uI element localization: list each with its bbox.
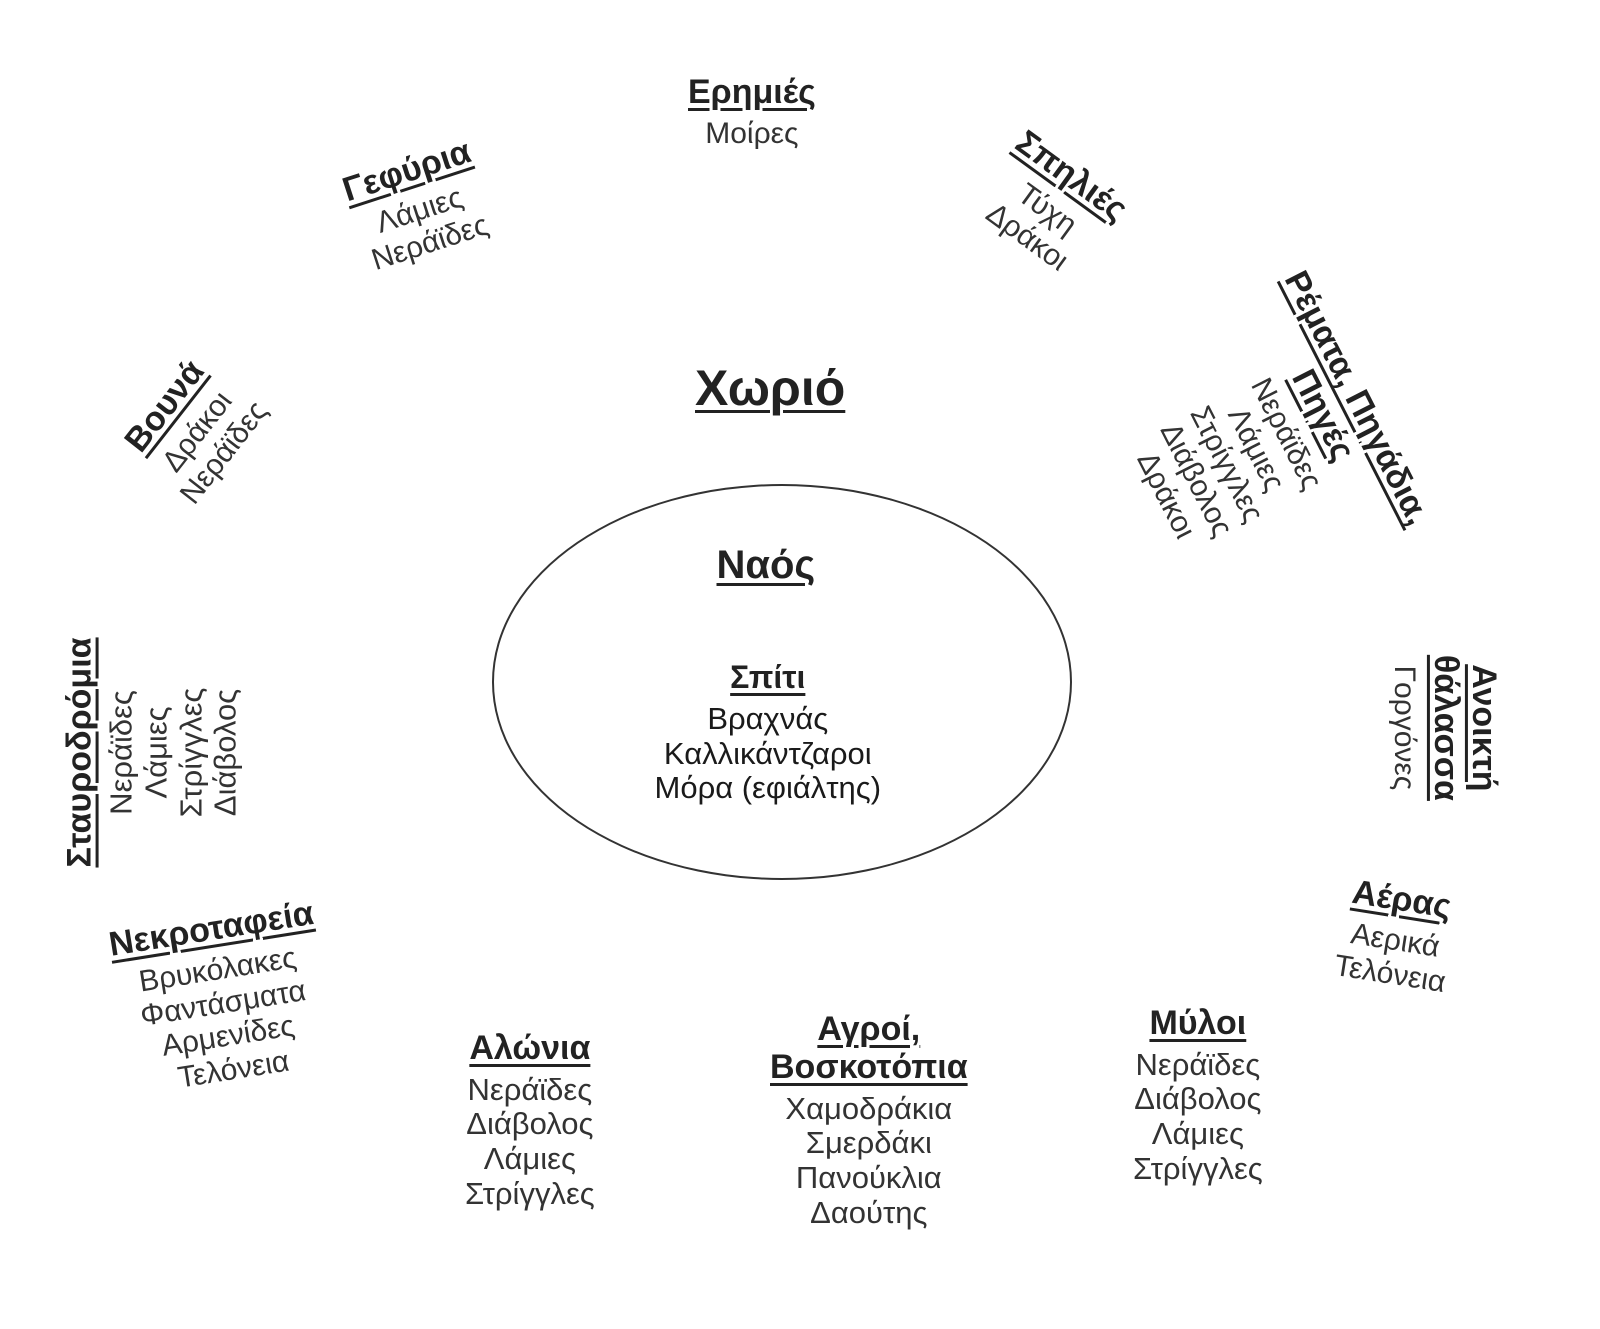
house-item: Βραχνάς — [707, 700, 829, 736]
alonia-item: Στρίγγλες — [465, 1175, 595, 1211]
temple-title: Ναός — [716, 542, 816, 587]
alonia-title: Αλώνια — [469, 1028, 591, 1067]
house-item: Καλλικάντζαροι — [663, 735, 872, 771]
alonia-item: Νεράϊδες — [467, 1071, 593, 1107]
aeras-title: Αέρας — [1349, 872, 1454, 926]
alonia-item: Διάβολος — [466, 1106, 594, 1142]
stavrodromia-item: Διάβολος — [207, 688, 243, 816]
group-temple: Ναός — [717, 543, 816, 588]
myloi-item: Διάβολος — [1134, 1081, 1262, 1117]
erimies-item: Μοίρες — [705, 117, 799, 151]
agroi-title: Αγροί, — [817, 1009, 921, 1048]
agroi-item: Πανούκλια — [795, 1160, 942, 1196]
stavrodromia-title: Σταυροδρόμια — [60, 636, 99, 868]
myloi-item: Νεράϊδες — [1135, 1046, 1261, 1082]
agroi-item: Σμερδάκι — [805, 1125, 932, 1161]
agroi-item: Χαμοδράκια — [785, 1090, 953, 1126]
center-title: Χωριό — [695, 360, 846, 416]
alonia-item: Λάμιες — [483, 1141, 576, 1177]
myloi-item: Στρίγγλες — [1133, 1150, 1263, 1186]
anoikti-title: Ανοικτή — [1464, 664, 1503, 792]
stavrodromia-item: Στρίγγλες — [173, 687, 209, 817]
stavrodromia-item: Νεράϊδες — [103, 689, 139, 815]
house-title: Σπίτι — [730, 659, 806, 695]
agroi-title-line2: Βοσκοτόπια — [770, 1047, 968, 1086]
temple-ellipse — [492, 484, 1072, 880]
myloi-title: Μύλοι — [1149, 1003, 1247, 1042]
stavrodromia-item: Λάμιες — [138, 705, 174, 799]
myloi-item: Λάμιες — [1151, 1116, 1244, 1152]
house-item: Μόρα (εφιάλτης) — [654, 770, 882, 806]
anoikti-item: Γοργόνες — [1387, 665, 1421, 791]
erimies-title: Ερημιές — [688, 73, 816, 111]
group-center: Χωριό — [695, 360, 845, 416]
agroi-item: Δαούτης — [810, 1194, 928, 1230]
anoikti-title-line2: θάλασσα — [1426, 654, 1465, 801]
